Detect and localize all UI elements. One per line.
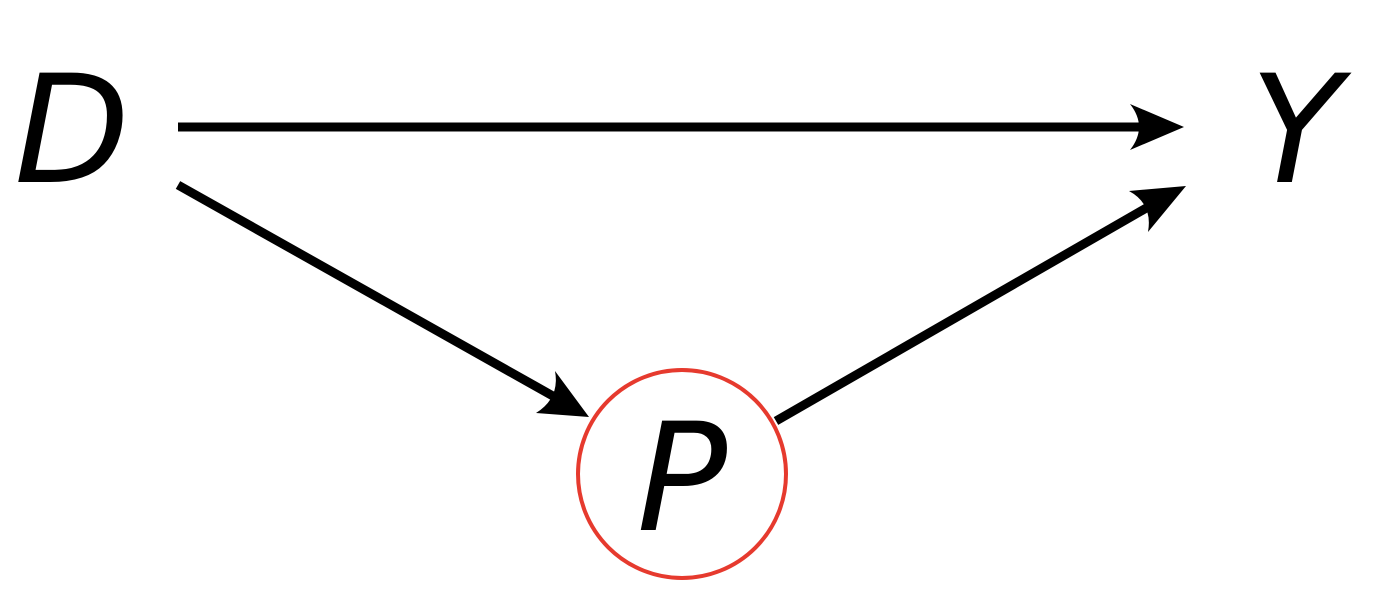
arrowhead-p <box>536 371 589 417</box>
node-y-label: Y <box>1250 44 1352 218</box>
edge-d-to-p <box>175 181 589 417</box>
node-d-label: D <box>14 44 130 218</box>
edge-p-to-y <box>773 186 1186 425</box>
edge-d-to-y <box>178 104 1184 150</box>
arrowhead-y-bottom <box>1129 186 1186 232</box>
p-highlight-circle <box>576 368 788 580</box>
node-p-label: P <box>637 392 728 566</box>
arrowhead-y-top <box>1130 104 1184 150</box>
